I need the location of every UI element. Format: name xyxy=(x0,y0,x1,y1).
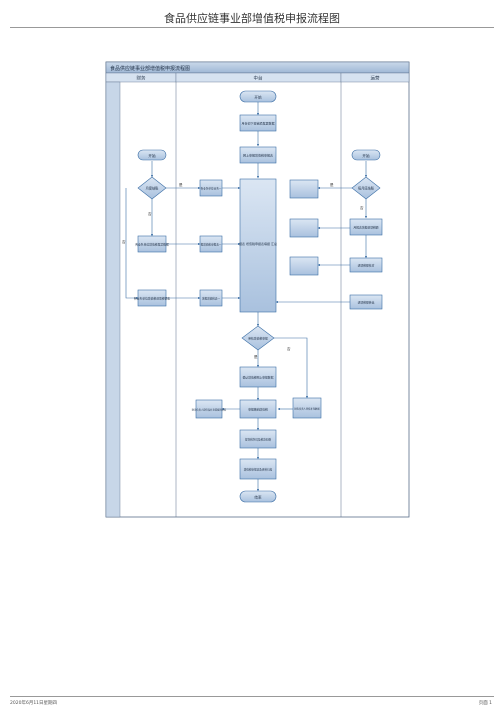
decision-left-label: 月度结账 xyxy=(146,185,160,190)
process-online-return xyxy=(239,146,277,164)
process-mid-1-label: 各业务单位业务一 xyxy=(201,187,222,191)
decision-right xyxy=(351,176,381,200)
process-note-right-label: 财务负责人审核补充数据 xyxy=(294,407,320,411)
footer-page-number: 页面 1 xyxy=(478,701,492,706)
edge-label-yes-left: 是 xyxy=(179,182,183,187)
edge-label-right-2: 否 xyxy=(360,206,364,210)
start-left-label: 开始 xyxy=(148,153,156,158)
edge-label-right-1: 是 xyxy=(330,182,334,187)
edge-label-no-left: 否 xyxy=(148,212,152,216)
process-left-2-label: 各业务单位增值税发票数据 xyxy=(135,243,169,247)
page-title: 食品供应链事业部增值税申报流程图 xyxy=(164,12,340,25)
process-right-3 xyxy=(349,294,383,310)
footer-rule xyxy=(10,696,494,697)
process-submit xyxy=(239,429,277,449)
process-mid-2 xyxy=(199,235,223,253)
process-left-3 xyxy=(137,289,167,307)
footer-date: 2020年6月11日星期四 xyxy=(10,701,58,706)
edge-label-no-left-2: 否 xyxy=(122,240,126,244)
process-left-3-label: 各业务单位增值税进项税额表 xyxy=(134,297,171,301)
lane-label-finance: 财务 xyxy=(137,75,146,82)
start-top-terminator xyxy=(239,90,277,103)
process-mid-2-label: 报增值税申报表一 xyxy=(201,243,222,247)
end-label: 结束 xyxy=(254,494,262,499)
process-download-invoice xyxy=(239,114,277,132)
edge-label-center-no: 否 xyxy=(287,347,291,351)
process-online-return-label: 网上申报增值税申报表 xyxy=(243,153,273,158)
process-note-right xyxy=(292,397,322,419)
process-mid-3 xyxy=(199,289,223,307)
process-archive xyxy=(239,458,277,480)
process-note-left-label: 财务负责人提供及补充增值税资料 xyxy=(192,408,227,412)
process-right-2 xyxy=(349,257,383,273)
process-confirm-label: 确认增值税网上申报数据 xyxy=(243,376,274,380)
edge-label-center-yes: 是 xyxy=(254,354,258,359)
start-right-label: 开始 xyxy=(362,153,370,158)
process-right-2-label: 进项税额核对 xyxy=(358,264,375,268)
process-archive-label: 增值税申报表及资料归档 xyxy=(244,468,273,472)
process-mid-3-label: 填报增值税表一 xyxy=(202,297,221,301)
process-center-label: 报表 增值税申报表填报 汇总 xyxy=(239,241,277,246)
process-right-1-label: 月报表填报进项税额 xyxy=(353,226,378,230)
process-right-box-2 xyxy=(289,218,319,238)
process-right-box-3 xyxy=(289,256,319,276)
process-submit-label: 提交税务局及税款扣缴 xyxy=(245,438,271,442)
decision-right-label: 每月底结账 xyxy=(358,185,375,190)
decision-center xyxy=(241,325,275,351)
side-bar xyxy=(105,81,121,518)
process-right-1 xyxy=(349,218,383,236)
process-right-3-label: 进项税额转出 xyxy=(358,301,375,305)
process-note-left xyxy=(195,399,223,419)
end-terminator xyxy=(239,490,277,503)
lane-label-middle: 中台 xyxy=(254,75,263,82)
start-left-terminator xyxy=(137,149,167,161)
process-mid-1 xyxy=(199,179,223,197)
decision-left xyxy=(137,176,167,200)
process-center-summary xyxy=(239,178,277,313)
decision-center-label: 审核增值税申报 xyxy=(248,336,268,340)
process-download-invoice-label: 月份初下载销项发票数据 xyxy=(241,121,274,126)
start-top-label: 开始 xyxy=(254,94,262,99)
process-pay-label: 申报缴纳增值税 xyxy=(248,408,268,412)
process-right-box-1 xyxy=(289,179,319,199)
lane-header-ops xyxy=(340,72,410,83)
start-right-terminator xyxy=(351,149,381,161)
process-pay xyxy=(239,399,277,419)
diagram-title: 食品供应链事业部增值税申报流程图 xyxy=(110,65,190,72)
process-left-2 xyxy=(137,235,167,253)
lane-label-ops: 运营 xyxy=(371,75,380,82)
header-rule xyxy=(10,27,494,28)
process-confirm xyxy=(239,366,277,388)
